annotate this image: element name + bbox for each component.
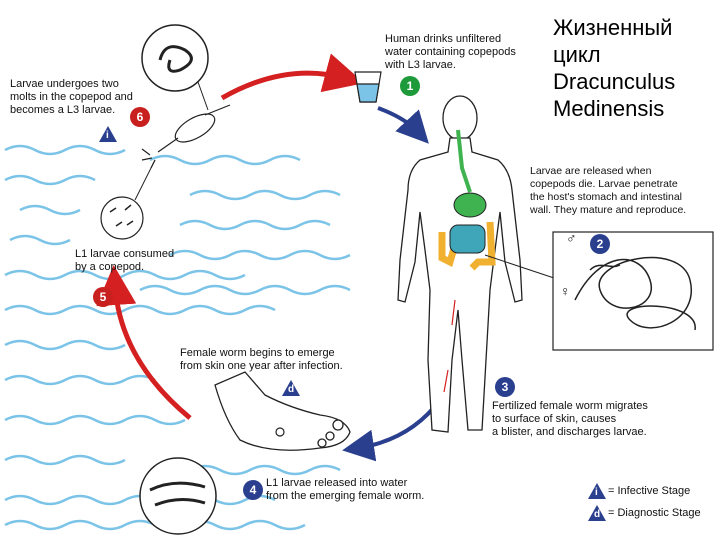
colon <box>438 221 496 271</box>
diagnostic-stage-icon <box>282 380 300 396</box>
red-arrow-left <box>96 265 192 420</box>
step1-text: Human drinks unfiltered water containing… <box>385 33 516 71</box>
worm-magnifier-top <box>141 24 209 92</box>
infective-stage-icon <box>99 126 117 142</box>
red-arrow-top <box>220 53 365 101</box>
legend-infective-text: = Infective Stage <box>608 485 691 497</box>
legend-diagnostic-letter: d <box>594 509 601 520</box>
legend-infective-letter: i <box>595 487 598 498</box>
step2-text: Larvae are released when copepods die. L… <box>530 165 687 216</box>
step4-text: L1 larvae released into water from the e… <box>266 477 425 502</box>
step3-text: Fertilized female worm migrates to surfa… <box>492 400 648 438</box>
small-intestine <box>449 224 486 254</box>
male-symbol: ♂ <box>566 230 577 246</box>
legend-infective-icon <box>588 483 606 499</box>
infective-badge-letter: i <box>106 130 109 141</box>
step5-number: 5 <box>93 287 113 307</box>
legend-diagnostic-text: = Diagnostic Stage <box>608 507 701 519</box>
step6-text: Larvae undergoes two molts in the copepo… <box>10 78 133 116</box>
blue-arrow-bottom <box>342 398 442 462</box>
step4-number: 4 <box>243 480 263 500</box>
step6-number: 6 <box>130 107 150 127</box>
stomach <box>453 192 487 218</box>
female-symbol: ♀ <box>560 283 571 299</box>
adult-worm-panel <box>552 231 714 351</box>
emerge-text: Female worm begins to emerge from skin o… <box>180 347 343 372</box>
human-figure <box>397 95 523 433</box>
diagnostic-badge-letter: d <box>288 384 295 395</box>
step1-number: 1 <box>400 76 420 96</box>
copepod <box>141 104 231 169</box>
page-title: Жизненный цикл Dracunculus Medinensis <box>553 15 676 121</box>
blue-arrow-top <box>377 106 429 144</box>
legend-diagnostic-icon <box>588 505 606 521</box>
esophagus <box>456 129 472 193</box>
step3-number: 3 <box>495 377 515 397</box>
foot <box>214 371 351 451</box>
larvae-magnifier <box>100 196 144 240</box>
step5-text: L1 larvae consumed by a copepod. <box>75 248 175 273</box>
step2-number: 2 <box>590 234 610 254</box>
worm-magnifier-bottom <box>139 457 217 535</box>
water-glass <box>354 71 382 103</box>
